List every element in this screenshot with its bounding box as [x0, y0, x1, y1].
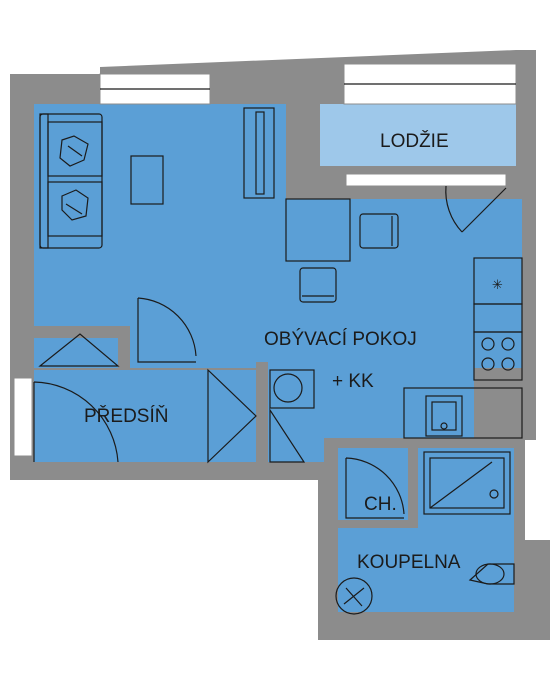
- dining-set: [285, 198, 399, 303]
- label-living-room-kk: + KK: [332, 371, 374, 392]
- closet-floor: [268, 368, 324, 462]
- room-labels: LODŽIE OBÝVACÍ POKOJ + KK PŘEDSÍŇ CH. KO…: [84, 130, 461, 573]
- label-living-room: OBÝVACÍ POKOJ: [264, 329, 417, 350]
- window-loggia-door: [345, 173, 507, 187]
- label-wc: CH.: [364, 494, 397, 515]
- doors: [33, 185, 507, 519]
- label-bathroom: KOUPELNA: [357, 552, 461, 573]
- label-loggia: LODŽIE: [380, 130, 449, 152]
- window-hall-left: [13, 377, 33, 457]
- loggia-floor: [320, 104, 516, 166]
- hood-symbol: ✳: [492, 278, 503, 293]
- hall-floor: [34, 370, 256, 462]
- label-hall: PŘEDSÍŇ: [84, 405, 168, 427]
- hall-top-floor: [34, 338, 118, 368]
- coffee-table: [130, 155, 164, 205]
- bathroom-lower-floor: [338, 520, 514, 612]
- windows: [13, 63, 517, 457]
- bathroom-fixtures: [335, 451, 515, 615]
- tv-unit: [243, 107, 275, 199]
- bathroom-floor: [418, 448, 514, 528]
- floors: [34, 104, 522, 612]
- kitchen: ✳: [403, 257, 523, 439]
- sofa: [39, 113, 103, 249]
- wc-floor: [338, 448, 408, 520]
